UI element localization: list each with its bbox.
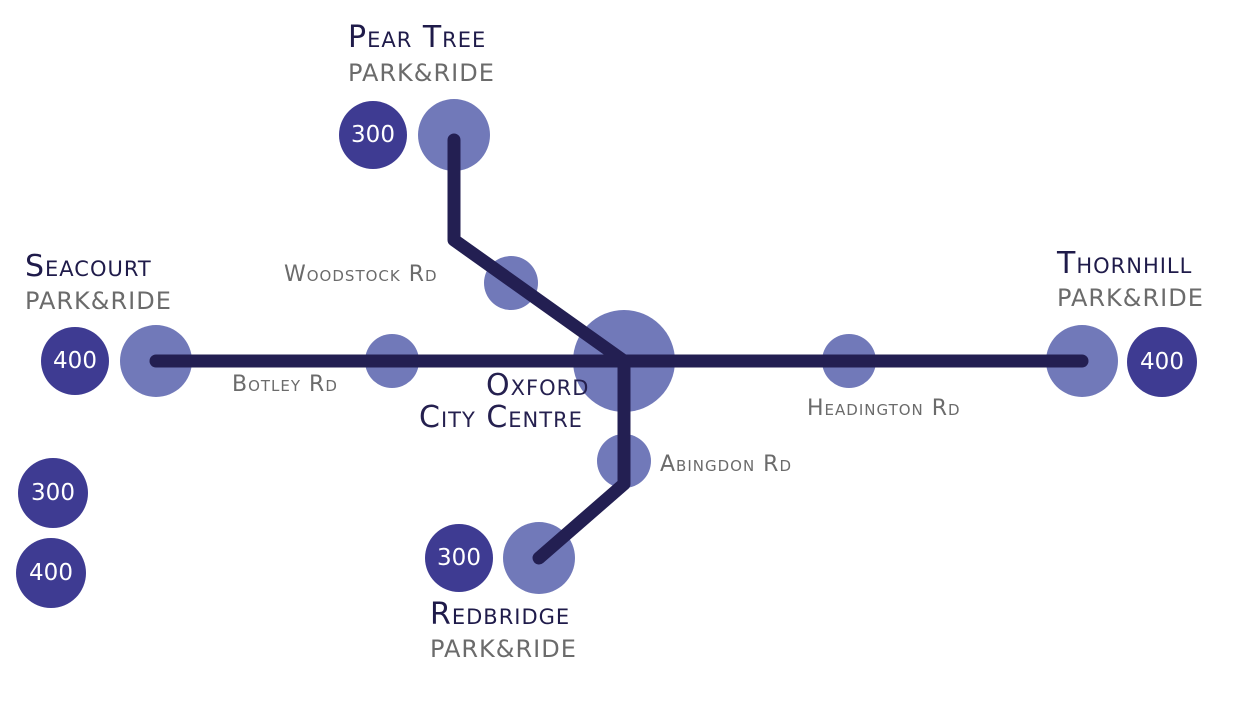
centre-label-line1: Oxford <box>486 368 590 403</box>
stop-label-woodstock-rd: Woodstock Rd <box>284 262 438 287</box>
terminal-name-thornhill: Thornhill <box>1057 246 1193 281</box>
terminal-name-seacourt: Seacourt <box>25 249 152 284</box>
route-badge-seacourt[interactable]: 400 <box>41 327 109 395</box>
legend-badge-300[interactable]: 300 <box>18 458 88 528</box>
stop-label-abingdon-rd: Abingdon Rd <box>660 452 793 477</box>
terminal-sub-redbridge: PARK&RIDE <box>430 635 577 663</box>
route-badge-pear-tree[interactable]: 300 <box>339 101 407 169</box>
terminal-sub-thornhill: PARK&RIDE <box>1057 284 1204 312</box>
terminal-name-pear-tree: Pear Tree <box>348 20 487 55</box>
centre-label-line2: City Centre <box>419 400 583 435</box>
route-badge-thornhill[interactable]: 400 <box>1127 327 1197 397</box>
terminal-sub-seacourt: PARK&RIDE <box>25 287 172 315</box>
terminal-name-redbridge: Redbridge <box>430 597 571 632</box>
stop-label-headington-rd: Headington Rd <box>807 396 961 421</box>
route-badge-redbridge[interactable]: 300 <box>425 524 493 592</box>
route-line-300 <box>447 133 631 565</box>
legend-badge-400[interactable]: 400 <box>16 538 86 608</box>
stop-label-botley-rd: Botley Rd <box>232 372 338 397</box>
terminal-sub-pear-tree: PARK&RIDE <box>348 59 495 87</box>
